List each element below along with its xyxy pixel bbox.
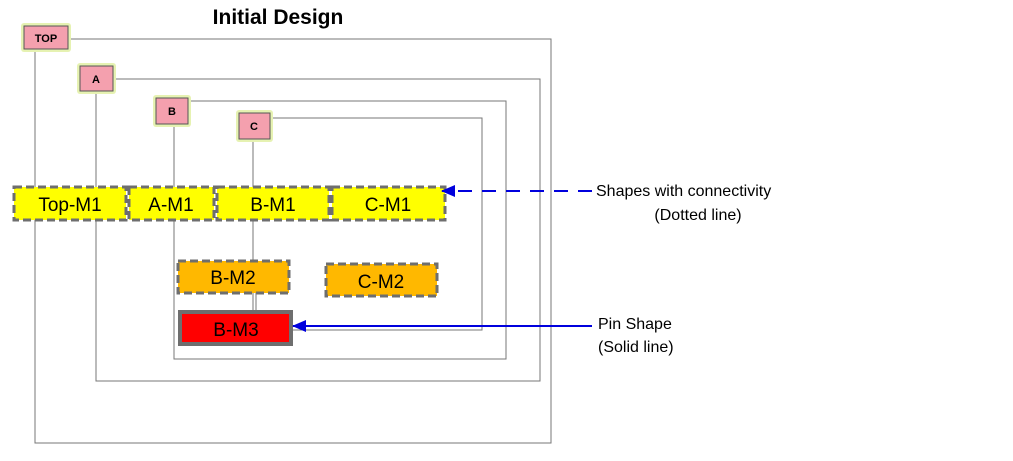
shape-label-b-m3: B-M3 — [213, 320, 258, 341]
shape-top-m1: Top-M1 — [12, 185, 128, 222]
hier-label-a: A — [92, 74, 100, 86]
hierarchy-boundaries — [34, 38, 552, 444]
hier-box-b: B — [153, 95, 191, 127]
pin-note-line2: (Solid line) — [598, 339, 674, 356]
a-boundary — [95, 78, 541, 382]
shape-c-m1: C-M1 — [330, 185, 447, 222]
shape-b-m1: B-M1 — [215, 185, 331, 222]
top-boundary — [34, 38, 552, 444]
shape-label-a-m1: A-M1 — [148, 195, 193, 216]
connectivity-note-line2: (Dotted line) — [654, 207, 741, 224]
hier-label-b: B — [168, 106, 176, 118]
shape-b-m3: B-M3 — [178, 310, 293, 346]
shape-label-c-m1: C-M1 — [365, 195, 411, 216]
c-boundary — [252, 117, 483, 331]
hier-box-a: A — [77, 63, 116, 94]
connectivity-note-line1: Shapes with connectivity — [596, 183, 771, 200]
shape-b-m2: B-M2 — [176, 259, 291, 295]
b-boundary — [173, 100, 507, 360]
hier-label-c: C — [250, 121, 258, 133]
shape-label-top-m1: Top-M1 — [38, 195, 101, 216]
shape-label-b-m1: B-M1 — [250, 195, 295, 216]
shape-label-b-m2: B-M2 — [210, 268, 255, 289]
hier-box-top: TOP — [21, 23, 71, 52]
shape-a-m1: A-M1 — [127, 185, 216, 222]
hier-box-c: C — [236, 110, 273, 142]
diagram-title: Initial Design — [213, 6, 344, 29]
shape-c-m2: C-M2 — [324, 262, 439, 298]
hier-label-top: TOP — [35, 33, 57, 45]
pin-note-line1: Pin Shape — [598, 316, 672, 333]
shape-label-c-m2: C-M2 — [358, 272, 404, 293]
